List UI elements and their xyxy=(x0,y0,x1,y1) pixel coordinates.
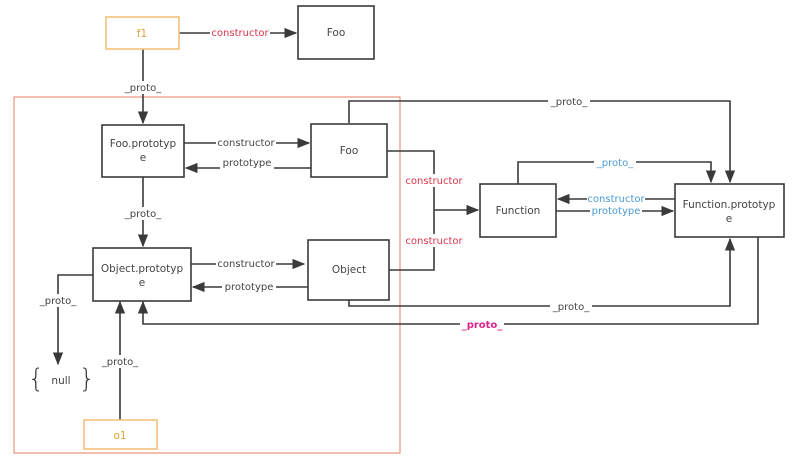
edge-object-proto xyxy=(348,237,736,307)
node-object-prototype: Object.prototyp e xyxy=(92,247,192,302)
svg-text:Foo.prototyp: Foo.prototyp xyxy=(110,138,177,150)
svg-text:Foo: Foo xyxy=(327,27,346,39)
label-funcproto-proto: _proto_ xyxy=(460,318,504,331)
node-foo-prototype: Foo.prototyp e xyxy=(101,124,185,178)
label-foo-proto-top: _proto_ xyxy=(548,95,590,108)
svg-text:_proto_: _proto_ xyxy=(39,296,77,307)
node-null: { null } xyxy=(28,364,96,394)
svg-text:_proto_: _proto_ xyxy=(596,158,634,169)
svg-text:constructor: constructor xyxy=(217,259,275,270)
svg-text:prototype: prototype xyxy=(225,282,274,293)
label-object-prototype: prototype xyxy=(222,280,276,293)
svg-text:_proto_: _proto_ xyxy=(124,209,162,220)
svg-text:}: } xyxy=(79,364,96,394)
svg-text:Function: Function xyxy=(496,205,541,217)
svg-text:constructor: constructor xyxy=(217,138,275,149)
label-function-prototype: prototype xyxy=(590,205,642,217)
node-o1: o1 xyxy=(83,419,158,450)
svg-text:_proto_: _proto_ xyxy=(124,83,162,94)
svg-text:constructor: constructor xyxy=(587,194,645,205)
svg-text:constructor: constructor xyxy=(405,176,463,187)
edge-objproto-proto xyxy=(52,274,93,366)
node-f1: f1 xyxy=(105,16,180,50)
svg-text:o1: o1 xyxy=(113,430,126,442)
label-fooproto-constructor: constructor xyxy=(216,136,276,149)
label-f1-constructor: constructor xyxy=(210,26,270,39)
label-objproto-constructor: constructor xyxy=(216,257,276,270)
node-object: Object xyxy=(307,239,390,301)
label-foo-prototype: prototype xyxy=(220,156,274,169)
node-function-prototype: Function.prototyp e xyxy=(674,183,785,238)
svg-text:e: e xyxy=(726,213,732,225)
node-function: Function xyxy=(479,183,557,238)
label-objproto-proto: _proto_ xyxy=(37,294,79,307)
label-function-constructor: constructor xyxy=(587,193,645,205)
scope-frame xyxy=(13,96,401,454)
label-object-proto: _proto_ xyxy=(550,300,592,313)
edge-foo-object-constructor xyxy=(387,150,435,271)
node-foo: Foo xyxy=(310,123,388,178)
svg-text:Function.prototyp: Function.prototyp xyxy=(683,199,776,211)
node-foo-top: Foo xyxy=(297,5,375,60)
svg-text:constructor: constructor xyxy=(405,236,463,247)
svg-text:_proto_: _proto_ xyxy=(552,302,590,313)
edge-foo-proto-top xyxy=(348,100,736,184)
svg-text:null: null xyxy=(51,375,70,387)
edge-funcproto-proto xyxy=(137,237,759,325)
svg-text:_proto_: _proto_ xyxy=(101,357,139,368)
svg-text:Foo: Foo xyxy=(340,145,359,157)
svg-text:_proto_: _proto_ xyxy=(550,97,588,108)
label-foo-constructor: constructor xyxy=(404,174,464,187)
svg-text:_proto_: _proto_ xyxy=(462,320,503,331)
svg-text:Object.prototyp: Object.prototyp xyxy=(101,263,184,275)
label-function-proto: _proto_ xyxy=(594,156,636,169)
svg-text:e: e xyxy=(140,152,146,164)
label-o1-proto: _proto_ xyxy=(99,355,141,368)
label-f1-proto: _proto_ xyxy=(122,81,164,94)
label-fooproto-proto: _proto_ xyxy=(122,207,164,220)
svg-text:constructor: constructor xyxy=(211,28,269,39)
svg-text:f1: f1 xyxy=(137,28,147,40)
svg-text:Object: Object xyxy=(332,264,366,276)
svg-text:e: e xyxy=(139,277,145,289)
svg-text:{: { xyxy=(28,364,45,394)
svg-text:prototype: prototype xyxy=(592,206,641,217)
svg-text:prototype: prototype xyxy=(223,158,272,169)
label-object-constructor: constructor xyxy=(404,234,464,247)
